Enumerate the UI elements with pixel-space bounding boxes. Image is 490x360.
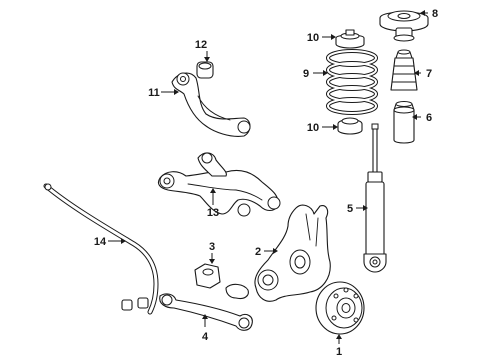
- part-4-lateral-link: [159, 293, 253, 331]
- callout-9: 9: [303, 68, 309, 80]
- part-5-shock-absorber: [363, 123, 387, 273]
- callout-10-upper: 10: [307, 32, 319, 44]
- callout-1: 1: [336, 346, 342, 358]
- callout-12: 12: [195, 39, 207, 51]
- part-10-lower-spring-seat: [337, 117, 363, 135]
- callout-6: 6: [426, 112, 432, 124]
- callout-4: 4: [202, 331, 209, 343]
- callout-2: 2: [255, 246, 261, 258]
- part-2-knuckle: [225, 204, 331, 302]
- part-12-bushing: [196, 61, 214, 79]
- callout-8: 8: [432, 8, 438, 20]
- part-6-dust-boot: [393, 101, 415, 144]
- part-1-hub: [315, 281, 365, 335]
- callout-labels: 1 2 3 4 5 6 7 8 9 10 10 11 12 13 14: [94, 8, 438, 358]
- part-13-lower-control-arm: [157, 152, 281, 217]
- part-14-stabilizer-bar: [43, 183, 159, 315]
- callout-3: 3: [209, 241, 215, 253]
- callout-11: 11: [148, 87, 160, 99]
- callout-13: 13: [207, 207, 219, 219]
- part-8-top-mount: [379, 10, 429, 42]
- callout-10-lower: 10: [307, 122, 319, 134]
- part-7-bump-stop: [390, 49, 418, 91]
- callout-7: 7: [426, 68, 432, 80]
- part-3-nut: [194, 263, 221, 289]
- part-10-upper-spring-seat: [335, 29, 365, 49]
- callout-5: 5: [347, 203, 353, 215]
- leader-lines: [108, 10, 428, 344]
- part-11-upper-control-arm: [171, 72, 251, 137]
- part-9-coil-spring: [326, 49, 378, 115]
- callout-14: 14: [94, 236, 107, 248]
